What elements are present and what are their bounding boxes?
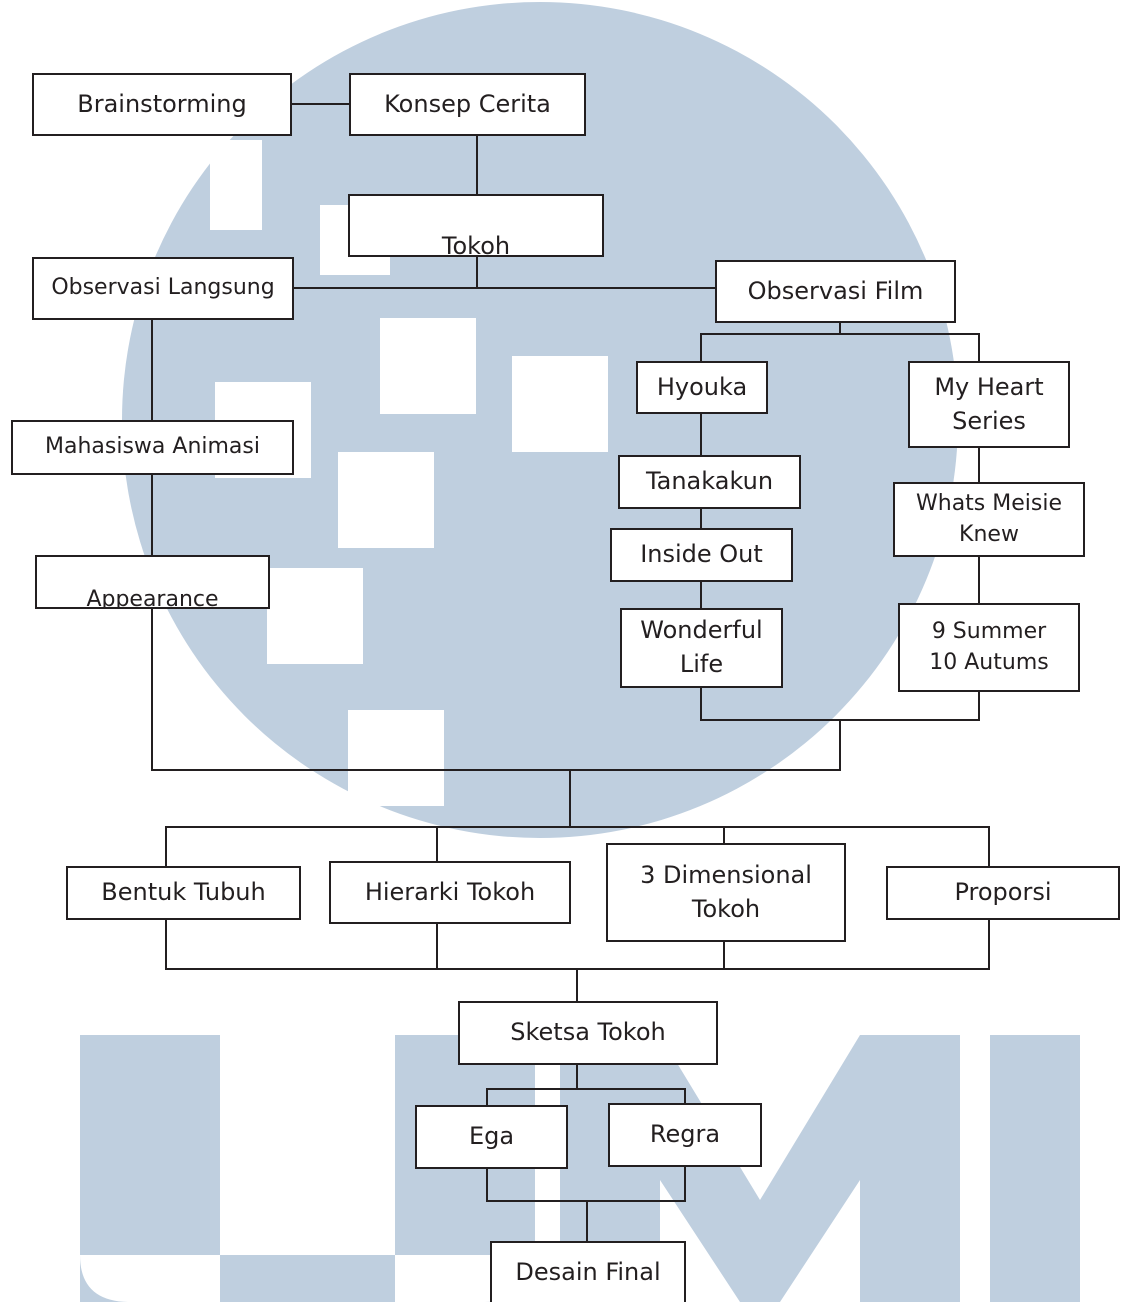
node-observasi-langsung: Observasi Langsung [32, 257, 294, 320]
connector-sketsa-split [486, 1063, 686, 1106]
node-proporsi: Proporsi [886, 866, 1120, 920]
node-wonderful-life: Wonderful Life [620, 608, 783, 688]
connector-aspects-merge [165, 918, 990, 1002]
node-sketsa-tokoh: Sketsa Tokoh [458, 1001, 718, 1065]
connector-main-merge [151, 769, 841, 828]
connector-final-merge [486, 1165, 686, 1242]
node-brainstorming: Brainstorming [32, 73, 292, 136]
node-konsep-cerita: Konsep Cerita [349, 73, 586, 136]
connector-aspects-split [165, 826, 990, 867]
node-regra: Regra [608, 1103, 762, 1167]
node-bentuk-tubuh: Bentuk Tubuh [66, 866, 301, 920]
node-whats-meisie-knew: Whats Meisie Knew [893, 482, 1085, 557]
node-hyouka: Hyouka [636, 361, 768, 414]
connector-tokoh-observasi [292, 255, 716, 289]
node-observasi-film: Observasi Film [715, 260, 956, 323]
connector-observasi-film-split [700, 321, 980, 362]
node-tokoh: Tokoh [348, 194, 604, 257]
watermark-letter-m [560, 1035, 960, 1302]
node-tanakakun: Tanakakun [618, 455, 801, 509]
watermark-letter-u [80, 1035, 535, 1302]
node-mahasiswa-animasi: Mahasiswa Animasi [11, 420, 294, 475]
node-ega: Ega [415, 1105, 568, 1169]
watermark-letter-n [990, 1035, 1080, 1302]
node-3-dimensional-tokoh: 3 Dimensional Tokoh [606, 843, 846, 942]
connector-film-merge [700, 719, 980, 771]
node-inside-out: Inside Out [610, 528, 793, 582]
node-my-heart-series: My Heart Series [908, 361, 1070, 448]
node-appearance: Appearance [35, 555, 270, 609]
node-desain-final: Desain Final [490, 1241, 686, 1302]
node-9-summer-10-autums: 9 Summer 10 Autums [898, 603, 1080, 692]
node-hierarki-tokoh: Hierarki Tokoh [329, 861, 571, 924]
